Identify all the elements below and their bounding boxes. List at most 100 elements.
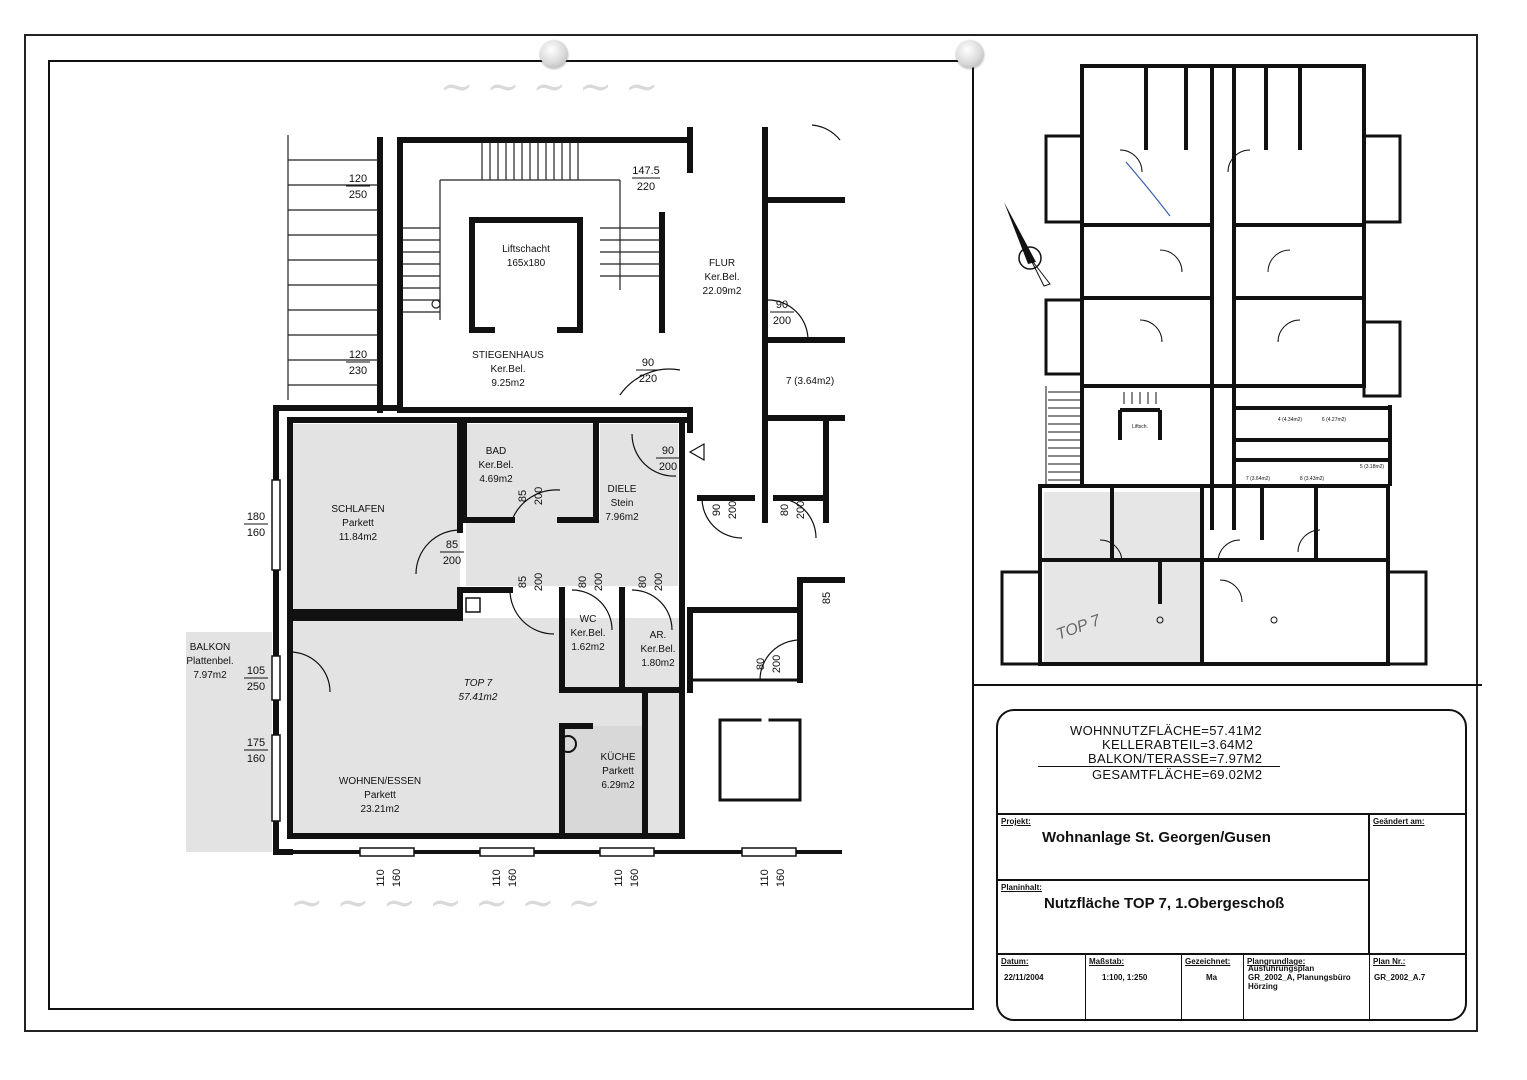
balkon-fill [186,632,272,852]
north-arrow [1004,202,1051,287]
dim-label: 200 [727,501,739,519]
dim-label: 250 [349,189,367,201]
dim-label: 160 [247,527,265,539]
shaft-fixture [465,597,481,613]
overview-walls [1038,64,1392,666]
overview-balconies [1000,134,1428,666]
stair-treads [287,135,660,400]
projekt-cell: Projekt: Wohnanlage St. Georgen/Gusen [998,815,1370,881]
dim-label: 200 [653,573,665,591]
ar-area: 1.80m2 [641,658,675,669]
projekt-value: Wohnanlage St. Georgen/Gusen [1042,829,1271,846]
massstab-label: Maßstab: [1089,957,1125,966]
dim-label: 80 [577,576,589,588]
bad-finish: Ker.Bel. [478,460,513,471]
kueche-fill [565,726,645,834]
door-swing [631,589,673,631]
stiegenhaus-name: STIEGENHAUS [472,350,544,361]
dim-label: 90 [662,445,674,457]
dim-label: 90 [711,504,723,516]
projekt-label: Projekt: [1001,817,1031,826]
dimension-labels: 120 250 120 230 147.5 220 90 200 90 220 … [244,165,794,765]
windows [271,479,797,857]
area-summary: WOHNNUTZFLÄCHE=57.41M2 KELLERABTEIL=3.64… [998,711,1465,811]
overview-labels: Liftsch. 4 (4.34m2) 6 (4.27m2) 7 (3.64m2… [1132,417,1384,482]
dim-label: 160 [391,869,403,887]
title-grid: Projekt: Wohnanlage St. Georgen/Gusen Ge… [998,813,1465,1021]
dim-label: 90 [776,299,788,311]
kueche-name: KÜCHE [600,751,635,763]
flur-name: FLUR [709,258,735,269]
vertical-dimension-labels: 85 200 85 200 80 200 80 200 90 200 80 20… [375,487,833,887]
door-swing [289,651,331,693]
dim-label: 160 [629,869,641,887]
dim-label: 80 [755,658,767,670]
dim-label: 200 [771,655,783,673]
dim-label: 85 [517,490,529,502]
dim-label: 110 [613,869,625,887]
door-swing [509,589,555,635]
dim-label: 105 [247,665,265,677]
door-swing [701,497,743,539]
storage-label: 6 (4.27m2) [1322,417,1347,423]
plannr-cell: Plan Nr.: GR_2002_A.7 [1370,955,1465,1019]
top7-name: TOP 7 [464,678,493,689]
ar-finish: Ker.Bel. [640,644,675,655]
show-through-handwriting: ~ ~ ~ ~ ~ [440,64,659,110]
massstab-cell: Maßstab: 1:100, 1:250 [1086,955,1182,1019]
show-through-handwriting: ~ ~ ~ ~ ~ ~ ~ [290,880,601,926]
plannr-value: GR_2002_A.7 [1374,973,1426,982]
diele-finish: Stein [611,498,634,509]
gezeichnet-cell: Gezeichnet: Ma [1182,955,1244,1019]
flur-area: 22.09m2 [703,286,742,297]
geaendert-cell: Geändert am: [1370,815,1465,955]
wc-name: WC [580,614,597,625]
bad-fill [466,424,594,520]
pin-right [956,40,984,68]
plangrundlage-cell: Plangrundlage: Ausführungsplan GR_2002_A… [1244,955,1370,1019]
door-swings [289,124,841,693]
datum-label: Datum: [1001,957,1029,966]
dim-label: 147.5 [632,165,660,177]
storage-label: 7 (3.64m2) [1246,476,1271,482]
flur-finish: Ker.Bel. [704,272,739,283]
diele-area: 7.96m2 [605,512,639,523]
schlafen-finish: Parkett [342,518,374,529]
dim-label: 120 [349,349,367,361]
dim-label: 85 [821,592,833,604]
dim-label: 85 [517,576,529,588]
top7-highlight [1044,492,1202,662]
dim-label: 200 [659,461,677,473]
dim-label: 85 [446,539,458,551]
stiegenhaus-area: 9.25m2 [491,378,525,389]
dim-label: 110 [491,869,503,887]
planinhalt-label: Planinhalt: [1001,883,1042,892]
plannr-label: Plan Nr.: [1373,957,1406,966]
wohnen-finish: Parkett [364,790,396,801]
dim-label: 200 [773,315,791,327]
door-swing [619,368,681,396]
overview-plan-frame [972,60,1482,686]
area-kellerabteil: KELLERABTEIL=3.64M2 [1102,737,1254,752]
kueche-fixture [559,735,577,753]
ar-name: AR. [650,630,667,641]
plangrundlage-label: Plangrundlage: [1247,957,1306,966]
dim-label: 160 [775,869,787,887]
dim-label: 250 [247,681,265,693]
liftschacht-size: 165x180 [507,258,546,269]
door-swing [811,124,841,141]
bad-name: BAD [486,446,507,457]
title-block: WOHNNUTZFLÄCHE=57.41M2 KELLERABTEIL=3.64… [996,709,1467,1021]
wc-area: 1.62m2 [571,642,605,653]
plangrundlage-line1: Ausführungsplan [1248,964,1315,973]
overview-door-swings [1099,149,1321,603]
datum-value: 22/11/2004 [1004,973,1044,982]
door-swing [775,497,817,539]
kueche-area: 6.29m2 [601,780,635,791]
stiegenhaus-finish: Ker.Bel. [490,364,525,375]
balkon-finish: Plattenbel. [186,656,233,667]
dim-label: 120 [349,173,367,185]
planinhalt-cell: Planinhalt: Nutzfläche TOP 7, 1.Obergesc… [998,881,1370,955]
dim-label: 80 [637,576,649,588]
